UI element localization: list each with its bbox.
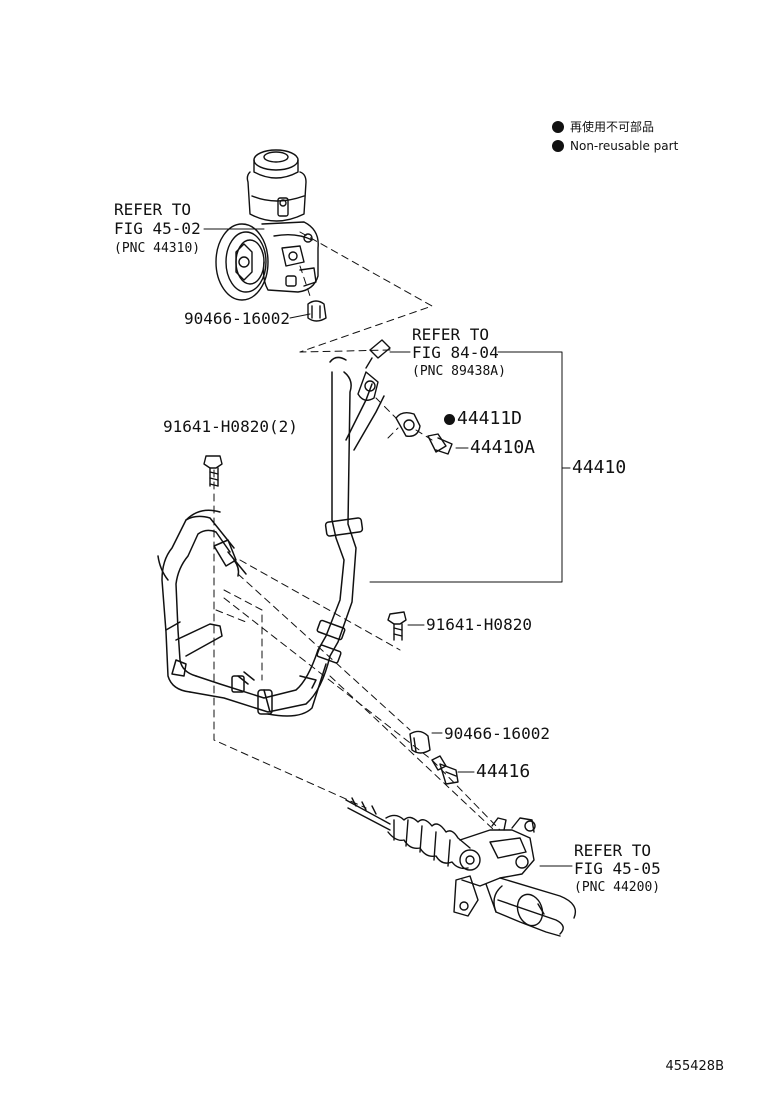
- part-number-clip-lower: 90466-16002: [444, 724, 550, 743]
- part-number-union: 44416: [476, 761, 531, 782]
- illustration-code: 455428B: [665, 1059, 724, 1074]
- filled-circle-icon: [552, 140, 564, 152]
- gasket-44411D: [395, 411, 421, 437]
- steering-gear-assembly: [345, 797, 577, 937]
- part-number-clip-upper: 90466-16002: [184, 309, 290, 328]
- non-reusable-marker-icon: [444, 414, 455, 425]
- union-bolt-44410A: [427, 433, 453, 455]
- part-number-bolt-two: 91641-H0820(2): [163, 417, 298, 436]
- hose-refer-line2: FIG 84-04: [412, 343, 499, 362]
- gear-refer-line3: (PNC 44200): [574, 880, 661, 895]
- part-number-bolt-single: 91641-H0820: [426, 615, 532, 634]
- pump-refer-line3: (PNC 44310): [114, 241, 201, 256]
- part-number-gasket: 44411D: [444, 410, 522, 428]
- legend-item-non-reusable: Non-reusable part: [552, 139, 678, 153]
- part-number-union-bolt: 44410A: [470, 437, 536, 458]
- bolt-91641-H0820: [387, 611, 407, 641]
- gear-refer-line1: REFER TO: [574, 841, 652, 860]
- power-steering-pump: [215, 149, 327, 322]
- filled-circle-icon: [552, 121, 564, 133]
- gear-refer-line2: FIG 45-05: [574, 859, 661, 878]
- hose-assembly: [157, 356, 385, 717]
- union-44416: [431, 755, 459, 785]
- legend-item-japanese: 再使用不可部品: [552, 118, 654, 135]
- hose-end-fitting: [357, 339, 391, 401]
- hose-refer-line3: (PNC 89438A): [412, 364, 506, 379]
- bolt-91641-H0820-2: [203, 455, 223, 487]
- clip-90466-16002-lower: [409, 730, 431, 754]
- pump-refer-line1: REFER TO: [114, 200, 192, 219]
- leader-lines: [203, 228, 573, 867]
- hose-refer-line1: REFER TO: [412, 325, 490, 344]
- part-number-hose-assy: 44410: [572, 457, 627, 478]
- pump-refer-line2: FIG 45-02: [114, 219, 201, 238]
